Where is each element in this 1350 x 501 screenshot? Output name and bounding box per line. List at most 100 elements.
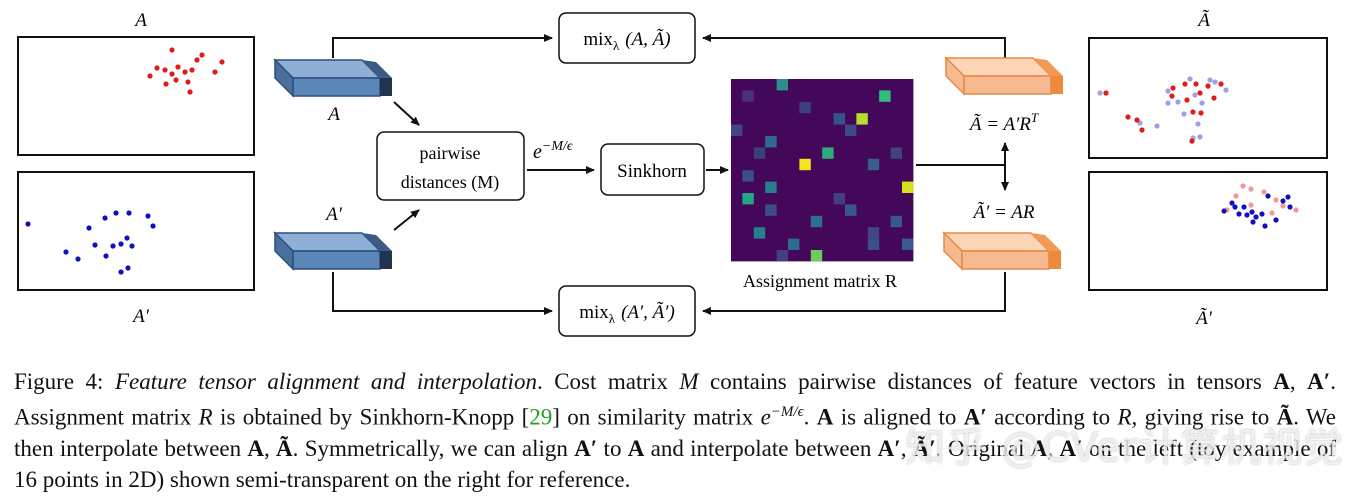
caption-math: A xyxy=(1273,369,1290,394)
pairwise-line1: pairwise xyxy=(420,143,481,163)
blue-point xyxy=(145,213,151,219)
matrix-cell xyxy=(867,227,880,239)
blue-point-ghost xyxy=(1223,87,1229,93)
matrix-cell xyxy=(867,238,880,250)
sinkhorn-box xyxy=(600,143,705,196)
caption-text: . We then interpolate between xyxy=(14,404,1336,461)
caption-text: . Symmetrically, we can align xyxy=(292,435,575,461)
blue-point xyxy=(1249,209,1255,215)
red-point-ghost xyxy=(1269,210,1275,216)
blue-point xyxy=(1229,200,1235,206)
aligned-point-cloud-top xyxy=(1097,76,1229,144)
blue-point-ghost xyxy=(1195,121,1201,127)
red-point xyxy=(1182,81,1188,87)
caption-text: on the left (toy example of 16 points in… xyxy=(14,435,1337,492)
blue-point xyxy=(124,235,130,241)
line-Aprimetilde-to-mix-bottom xyxy=(702,272,1006,315)
matrix-cell xyxy=(890,215,902,228)
mix-bottom-label: mixλ(A′, Ã′) xyxy=(579,302,675,326)
blue-point xyxy=(1244,212,1250,218)
blue-point xyxy=(1265,193,1271,199)
caption-text: contains pairwise distances of feature v… xyxy=(698,369,1262,394)
blue-point-ghost xyxy=(1197,134,1203,140)
exp-superscript: −M/ϵ xyxy=(542,139,574,154)
red-point xyxy=(194,57,200,63)
blue-point xyxy=(150,223,156,229)
mix-top-args: (A, Ã) xyxy=(625,29,670,50)
assignment-matrix-heatmap xyxy=(731,79,914,262)
matrix-cell xyxy=(902,181,914,193)
red-point xyxy=(185,79,191,85)
red-point xyxy=(187,89,193,95)
blue-point xyxy=(1241,204,1247,210)
figure-caption: Figure 4: Feature tensor alignment and i… xyxy=(14,366,1336,495)
caption-title: Feature tensor alignment and interpolati… xyxy=(114,369,537,394)
blue-point xyxy=(63,249,69,255)
blue-point-cloud xyxy=(25,210,156,275)
red-point xyxy=(1205,83,1211,89)
tensor-block-Aprime xyxy=(273,231,392,271)
caption-text: . Assignment matrix xyxy=(14,369,1337,430)
mix-top-label: mixλ(A, Ã) xyxy=(583,29,670,53)
blue-point xyxy=(1259,211,1265,217)
red-point xyxy=(1139,127,1145,133)
matrix-cell xyxy=(845,204,857,216)
right-bottom-label: Ã′ xyxy=(1194,308,1213,329)
blue-point xyxy=(1250,219,1256,225)
blue-point-ghost xyxy=(1207,77,1213,83)
matrix-cell xyxy=(799,101,811,114)
caption-math: A xyxy=(627,435,645,461)
red-point xyxy=(1190,109,1196,115)
citation-link[interactable]: 29 xyxy=(529,404,553,430)
panel-A-top-label: A xyxy=(133,10,147,31)
red-point-ghost xyxy=(1293,207,1299,213)
blue-point-ghost xyxy=(1097,90,1103,96)
Aprimetilde-equation: Ã′ = AR xyxy=(972,202,1035,223)
blue-point xyxy=(126,210,132,216)
blue-point xyxy=(1273,217,1279,223)
red-point-ghost xyxy=(1273,197,1279,203)
Atilde-equation: Ã = A′RT xyxy=(968,110,1039,135)
caption-fig-label: Figure 4: xyxy=(14,369,104,394)
panel-Atilde-points xyxy=(1088,37,1328,159)
blue-point xyxy=(110,243,116,249)
red-point-ghost xyxy=(1248,202,1254,208)
caption-math: A′ xyxy=(1059,435,1083,461)
line-Aprime-to-mix-bottom xyxy=(332,272,553,315)
line-A-to-mix-top xyxy=(332,34,553,58)
blue-point xyxy=(118,269,124,275)
mix-top-pre: mix xyxy=(583,29,613,50)
caption-text: to xyxy=(597,435,628,461)
matrix-cell xyxy=(731,124,743,136)
right-top-label: Ã xyxy=(1196,10,1210,31)
blue-point-ghost xyxy=(1212,79,1218,85)
red-point xyxy=(1125,114,1131,120)
red-point xyxy=(1170,85,1176,91)
blue-point-ghost xyxy=(1199,100,1205,106)
matrix-cell xyxy=(753,227,766,239)
caption-text: , xyxy=(900,435,913,461)
mix-bottom-pre: mix xyxy=(579,302,609,323)
red-point xyxy=(1169,93,1175,99)
caption-text: to xyxy=(1092,404,1118,430)
blue-point xyxy=(1287,204,1293,210)
matrix-cell xyxy=(810,250,823,262)
matrix-cell xyxy=(776,250,788,262)
red-point-ghost xyxy=(1248,186,1254,192)
caption-text: ] on similarity matrix xyxy=(552,404,761,430)
blue-point-ghost xyxy=(1192,92,1198,98)
matrix-cell xyxy=(765,204,777,216)
arrow-A-to-pairwise xyxy=(393,101,420,126)
block-Aprime-label: A′ xyxy=(324,204,343,225)
blue-point xyxy=(1232,204,1238,210)
red-point xyxy=(189,67,195,73)
red-point-ghost xyxy=(1240,183,1246,189)
matrix-cell xyxy=(810,215,823,228)
red-point xyxy=(1198,110,1204,116)
matrix-cell xyxy=(902,238,914,250)
aligned-point-cloud-bottom xyxy=(1221,183,1299,229)
caption-math: Ã xyxy=(1276,404,1294,430)
matrix-cell xyxy=(765,136,777,148)
blue-point-ghost xyxy=(1175,99,1181,105)
matrix-cell xyxy=(753,147,766,159)
